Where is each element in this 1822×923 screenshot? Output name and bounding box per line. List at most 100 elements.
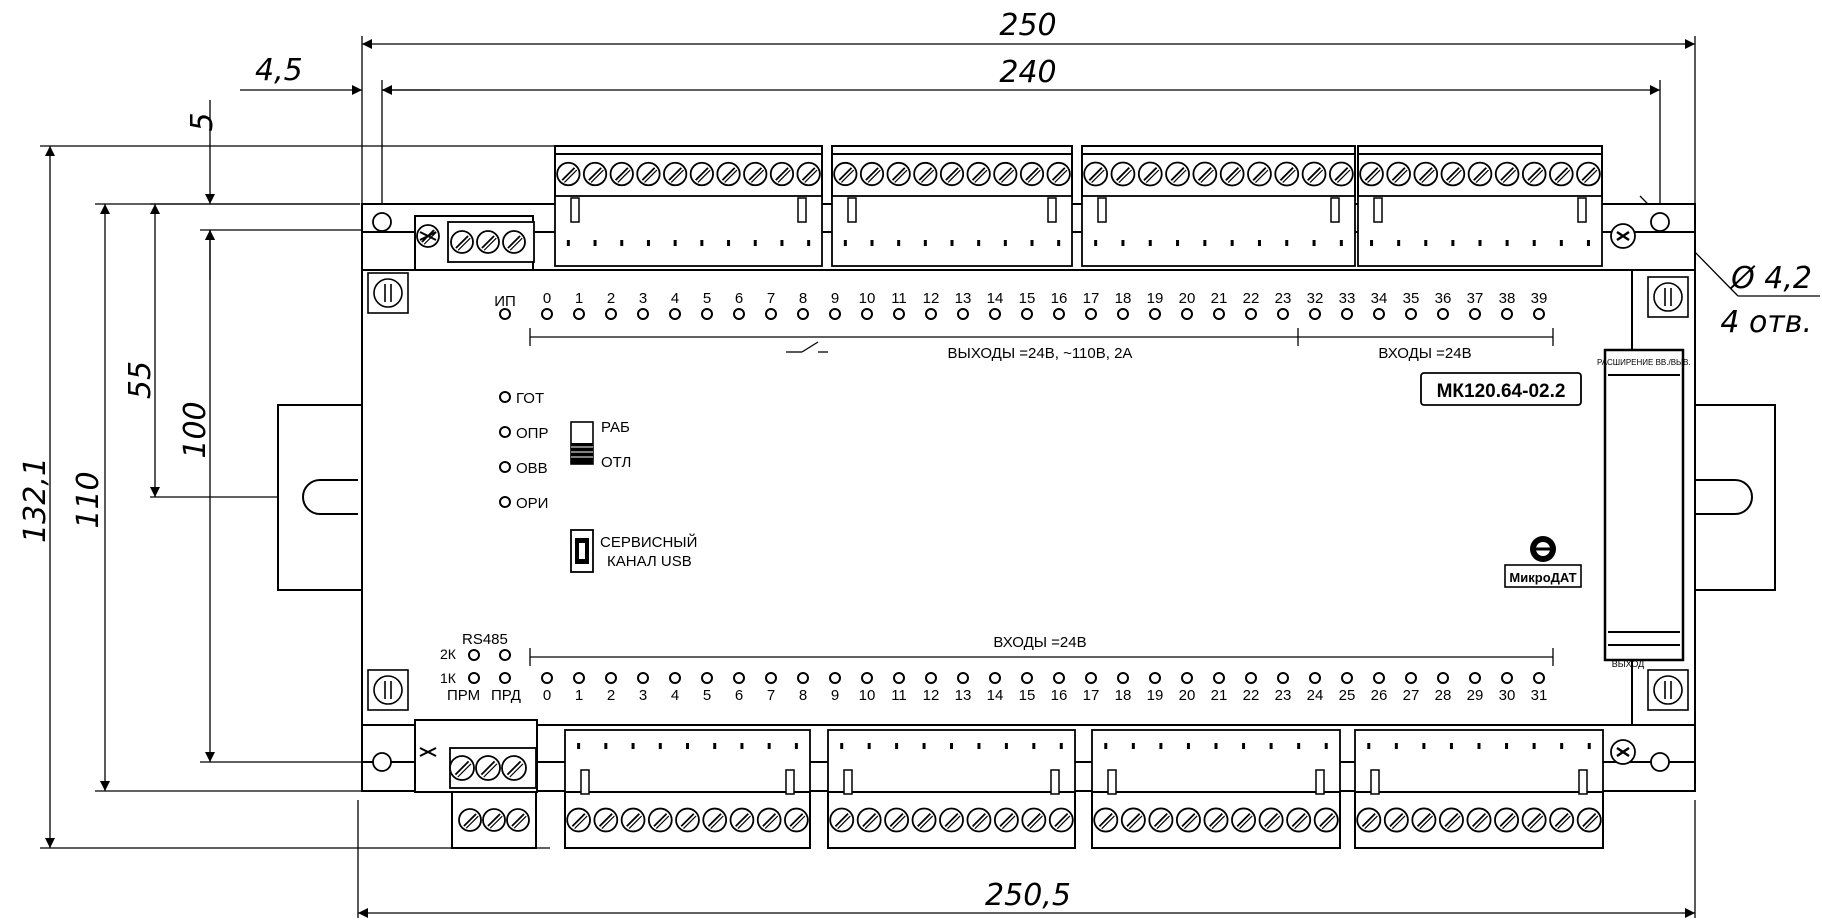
terminal-screw[interactable] bbox=[833, 161, 858, 187]
terminal-screw[interactable] bbox=[939, 161, 965, 187]
led-top-channel bbox=[1021, 308, 1033, 320]
terminal-screw[interactable] bbox=[1046, 161, 1071, 187]
terminal-screw[interactable] bbox=[1549, 807, 1575, 833]
terminal-screw[interactable] bbox=[1148, 807, 1174, 833]
terminal-screw[interactable] bbox=[1019, 161, 1045, 187]
terminal-screw[interactable] bbox=[1219, 161, 1245, 187]
terminal-screw[interactable] bbox=[1110, 161, 1136, 187]
terminal-screw[interactable] bbox=[729, 807, 755, 833]
terminal-screw[interactable] bbox=[1438, 807, 1464, 833]
bottom-channel-label: 31 bbox=[1531, 687, 1548, 704]
top-channel-label: 35 bbox=[1403, 290, 1420, 307]
terminal-screw[interactable] bbox=[675, 807, 700, 833]
terminal-screw[interactable] bbox=[556, 161, 581, 187]
terminal-screw[interactable] bbox=[1494, 161, 1520, 187]
terminal-screw[interactable] bbox=[1165, 161, 1190, 187]
terminal-screw[interactable] bbox=[1440, 161, 1466, 187]
terminal-screw[interactable] bbox=[966, 807, 992, 833]
terminal-screw[interactable] bbox=[1359, 161, 1384, 187]
usb-port[interactable] bbox=[570, 529, 594, 573]
rs485-1k-label: 1К bbox=[440, 670, 457, 686]
terminal-screw[interactable] bbox=[993, 807, 1019, 833]
terminal-screw[interactable] bbox=[756, 807, 782, 833]
rs485-plug-screw[interactable] bbox=[482, 808, 506, 832]
terminal-screw[interactable] bbox=[716, 161, 741, 187]
terminal-screw[interactable] bbox=[743, 161, 768, 187]
terminal-screw[interactable] bbox=[884, 807, 910, 833]
power-terminal-screw[interactable] bbox=[502, 230, 526, 254]
led-power bbox=[499, 308, 511, 320]
terminal-screw[interactable] bbox=[784, 807, 809, 833]
terminal-screw[interactable] bbox=[582, 161, 608, 187]
terminal-screw[interactable] bbox=[1413, 161, 1439, 187]
bottom-channel-label: 29 bbox=[1467, 687, 1484, 704]
terminal-screw[interactable] bbox=[1521, 807, 1547, 833]
terminal-screw[interactable] bbox=[1576, 807, 1602, 833]
usb-label-line1: СЕРВИСНЫЙ bbox=[600, 533, 697, 551]
terminal-screw[interactable] bbox=[1383, 807, 1409, 833]
terminal-screw[interactable] bbox=[1231, 807, 1257, 833]
terminal-screw[interactable] bbox=[1286, 807, 1312, 833]
terminal-screw[interactable] bbox=[1494, 807, 1520, 833]
terminal-screw[interactable] bbox=[913, 161, 938, 187]
power-terminal-screw[interactable] bbox=[450, 230, 474, 254]
terminal-screw[interactable] bbox=[1301, 161, 1327, 187]
led-bottom-channel bbox=[669, 672, 681, 684]
terminal-screw[interactable] bbox=[702, 807, 728, 833]
terminal-screw[interactable] bbox=[1467, 161, 1493, 187]
rs485-terminal-screw[interactable] bbox=[501, 755, 527, 781]
bottom-channel-label: 27 bbox=[1403, 687, 1420, 704]
terminal-screw[interactable] bbox=[593, 807, 619, 833]
terminal-screw[interactable] bbox=[609, 161, 634, 187]
terminal-screw[interactable] bbox=[1274, 161, 1300, 187]
flange-cross-screw bbox=[1610, 739, 1636, 765]
top-channel-label: 9 bbox=[831, 290, 839, 307]
rs485-plug-screw[interactable] bbox=[506, 808, 530, 832]
terminal-screw[interactable] bbox=[1258, 807, 1284, 833]
terminal-screw[interactable] bbox=[1466, 807, 1492, 833]
power-terminal-screw[interactable] bbox=[476, 230, 500, 254]
terminal-screw[interactable] bbox=[647, 807, 673, 833]
terminal-screw[interactable] bbox=[939, 807, 964, 833]
mode-switch[interactable] bbox=[570, 421, 594, 465]
terminal-screw[interactable] bbox=[859, 161, 885, 187]
terminal-screw[interactable] bbox=[796, 161, 821, 187]
terminal-screw[interactable] bbox=[911, 807, 937, 833]
terminal-screw[interactable] bbox=[1048, 807, 1074, 833]
rs485-terminal-screw[interactable] bbox=[449, 755, 475, 781]
terminal-screw[interactable] bbox=[1175, 807, 1201, 833]
rs485-plug-screw[interactable] bbox=[458, 808, 482, 832]
terminal-screw[interactable] bbox=[1203, 807, 1229, 833]
terminal-screw[interactable] bbox=[689, 161, 714, 187]
terminal-screw[interactable] bbox=[1120, 807, 1146, 833]
terminal-screw[interactable] bbox=[966, 161, 991, 187]
terminal-screw[interactable] bbox=[769, 161, 795, 187]
terminal-screw[interactable] bbox=[1549, 161, 1574, 187]
terminal-screw[interactable] bbox=[620, 807, 646, 833]
terminal-screw[interactable] bbox=[1356, 807, 1382, 833]
terminal-screw[interactable] bbox=[856, 807, 882, 833]
terminal-screw[interactable] bbox=[1083, 161, 1109, 187]
terminal-screw[interactable] bbox=[636, 161, 661, 187]
terminal-screw[interactable] bbox=[829, 807, 855, 833]
terminal-screw[interactable] bbox=[1021, 807, 1047, 833]
terminal-screw[interactable] bbox=[1328, 161, 1354, 187]
terminal-screw[interactable] bbox=[566, 807, 591, 833]
terminal-screw[interactable] bbox=[1093, 807, 1119, 833]
terminal-screw[interactable] bbox=[993, 161, 1018, 187]
terminal-screw[interactable] bbox=[886, 161, 911, 187]
top-channel-label: 18 bbox=[1115, 290, 1132, 307]
terminal-screw[interactable] bbox=[1576, 161, 1601, 187]
terminal-screw[interactable] bbox=[1386, 161, 1411, 187]
terminal-screw[interactable] bbox=[663, 161, 688, 187]
terminal-screw[interactable] bbox=[1247, 161, 1272, 187]
terminal-screw[interactable] bbox=[1521, 161, 1547, 187]
usb-label-line2: КАНАЛ USB bbox=[607, 553, 692, 570]
rs485-terminal-screw[interactable] bbox=[475, 755, 501, 781]
terminal-screw[interactable] bbox=[1192, 161, 1218, 187]
flange-screws bbox=[367, 272, 1689, 711]
terminal-screw[interactable] bbox=[1313, 807, 1339, 833]
terminal-screw[interactable] bbox=[1411, 807, 1437, 833]
expansion-label: РАСШИРЕНИЕ ВВ./ВЫВ. bbox=[1597, 358, 1691, 367]
terminal-screw[interactable] bbox=[1137, 161, 1163, 187]
